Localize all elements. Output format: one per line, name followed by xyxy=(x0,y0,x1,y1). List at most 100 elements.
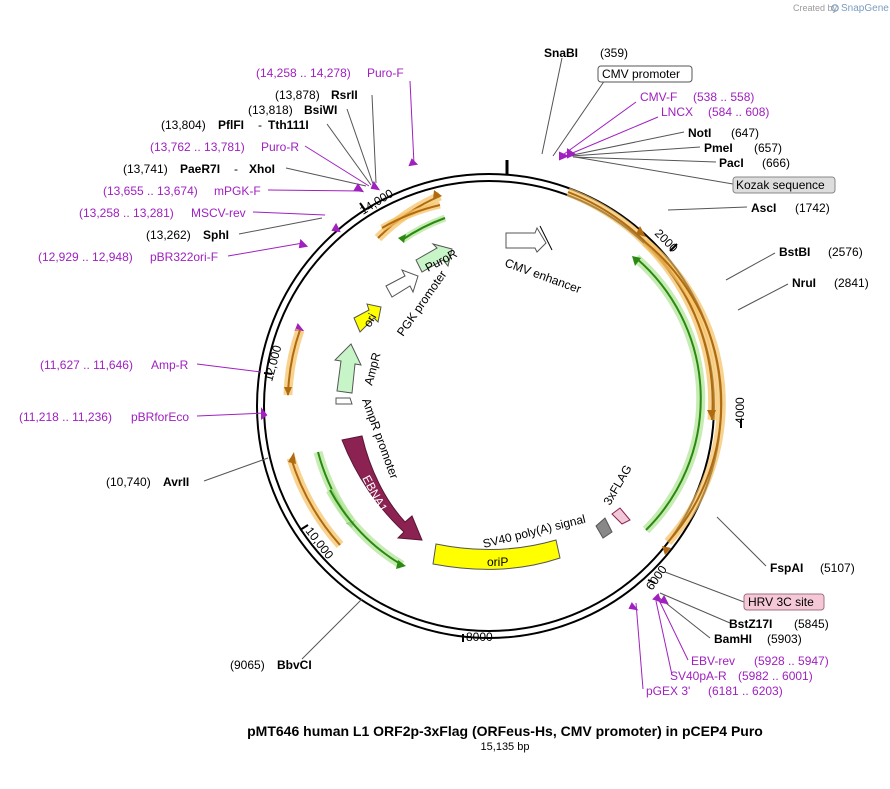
ampr-arrow xyxy=(333,343,362,394)
site-pmei-pos: (657) xyxy=(754,141,782,155)
ampr-promoter-arrow xyxy=(335,397,353,405)
site-bsiwi-name: BsiWI xyxy=(304,103,337,117)
primer-puror-name: Puro-R xyxy=(261,140,299,154)
ebna1-label: EBNA1 xyxy=(359,473,390,515)
primer-pbr322orif-name: pBR322ori-F xyxy=(150,250,218,264)
site-bstz17i-pos: (5845) xyxy=(794,617,829,631)
orf-arc-4-shadow xyxy=(283,328,305,396)
sv40-polya-box xyxy=(595,517,613,539)
3xflag-mark xyxy=(611,507,631,525)
site-paer7i-dash: - xyxy=(234,162,238,176)
primer-mscvrev-range: (13,258 .. 13,281) xyxy=(79,206,174,220)
plasmid-length: 15,135 bp xyxy=(481,741,530,753)
cmv-enhancer-tick xyxy=(539,225,553,251)
site-snabi-pos: (359) xyxy=(600,46,628,60)
orf-arc-5-head xyxy=(433,190,442,200)
primer-cmvf-range: (538 .. 558) xyxy=(693,90,754,104)
site-fspai-pos: (5107) xyxy=(820,561,855,575)
primer-mpgkf-range: (13,655 .. 13,674) xyxy=(103,184,198,198)
site-asci-pos: (1742) xyxy=(795,201,830,215)
site-pflfi-name: PflFI xyxy=(218,118,244,132)
leader-lines xyxy=(196,57,789,690)
brand-prefix: Created by xyxy=(793,3,838,13)
site-drui-pos: (2841) xyxy=(834,276,869,290)
orf-arc-6 xyxy=(381,204,441,229)
cmv-enhancer-label: CMV enhancer xyxy=(503,256,583,297)
cmv-enhancer-arrow xyxy=(505,226,547,253)
site-bbvci-name: BbvCI xyxy=(277,658,312,672)
site-paer7i-pos: (13,741) xyxy=(123,162,168,176)
site-noti-name: NotI xyxy=(688,126,711,140)
site-bbvci-pos: (9065) xyxy=(230,658,265,672)
site-noti-pos: (647) xyxy=(731,126,759,140)
green-arc-right xyxy=(635,257,702,531)
site-sphi-name: SphI xyxy=(203,228,229,242)
site-paci-pos: (666) xyxy=(762,156,790,170)
primer-marks xyxy=(261,148,669,611)
site-bstbi-pos: (2576) xyxy=(828,245,863,259)
primer-ampr-range: (11,627 .. 11,646) xyxy=(40,358,133,372)
site-avrii-pos: (10,740) xyxy=(106,475,151,489)
site-pflfi-dash: - xyxy=(258,118,262,132)
site-rsrii-pos: (13,878) xyxy=(275,88,320,102)
tick-label-4000: 4000 xyxy=(733,397,747,424)
orf-arc-3 xyxy=(290,457,341,546)
ori-label: ori xyxy=(360,311,379,330)
site-rsrii-name: RsrII xyxy=(331,88,358,102)
puror-arrow xyxy=(415,243,453,273)
orf-arc-2-head xyxy=(662,546,671,555)
cmv-promoter-label: CMV promoter xyxy=(602,67,680,81)
site-sphi-pos: (13,262) xyxy=(146,228,191,242)
primer-mscvrev-name: MSCV-rev xyxy=(191,206,246,220)
primer-mpgkf-name: mPGK-F xyxy=(214,184,261,198)
primer-lncx-range: (584 .. 608) xyxy=(708,105,769,119)
cmv-promoter-box xyxy=(597,65,693,83)
site-bsiwi-pos: (13,818) xyxy=(248,103,293,117)
snapgene-logo-icon xyxy=(831,4,839,12)
primer-pgex3-name: pGEX 3' xyxy=(646,684,690,698)
ampr-label: AmpR xyxy=(361,351,383,387)
orip-label: oriP xyxy=(487,555,508,569)
site-bamhi-pos: (5903) xyxy=(767,632,802,646)
hrv-box xyxy=(743,593,825,611)
site-bamhi-name: BamHI xyxy=(714,632,752,646)
site-paci-name: PacI xyxy=(719,156,744,170)
hrv-label: HRV 3C site xyxy=(748,595,814,609)
primer-cmvf-name: CMV-F xyxy=(640,90,677,104)
orip-arrow xyxy=(432,539,561,570)
green-arc-left-2-shadow xyxy=(326,487,405,569)
primer-ampr-name: Amp-R xyxy=(151,358,189,372)
orf-arc-3-head xyxy=(288,452,296,464)
orf-arc-1 xyxy=(567,191,714,421)
site-xhoi-name: XhoI xyxy=(249,162,275,176)
orf-arc-4-head xyxy=(284,387,292,396)
primer-ebvrev-range: (5928 .. 5947) xyxy=(754,654,829,668)
ebna1-arrow xyxy=(341,435,423,541)
site-bstbi-name: BstBI xyxy=(779,245,810,259)
primer-purof-name: Puro-F xyxy=(367,66,404,80)
site-snabi-name: SnaBI xyxy=(544,46,578,60)
green-arc-right-head xyxy=(632,256,641,266)
primer-sv40par-name: SV40pA-R xyxy=(670,669,727,683)
primer-puror-range: (13,762 .. 13,781) xyxy=(150,140,245,154)
tick-marks xyxy=(263,202,742,642)
site-bstz17i-name: BstZ17I xyxy=(729,617,772,631)
3xflag-label: 3xFLAG xyxy=(600,462,634,507)
green-arc-top-head xyxy=(398,234,406,243)
site-drui-name: NruI xyxy=(792,276,816,290)
green-arc-left-2-head xyxy=(396,560,406,569)
brand-name: SnapGene xyxy=(841,3,889,14)
site-tth111i-name: Tth111I xyxy=(268,118,309,132)
orf-arc-2 xyxy=(644,241,723,543)
primer-sv40par-range: (5982 .. 6001) xyxy=(738,669,813,683)
primer-pbr322orif-range: (12,929 .. 12,948) xyxy=(38,250,133,264)
primer-lncx-name: LNCX xyxy=(661,105,693,119)
kozak-box xyxy=(732,176,836,194)
primer-ebvrev-name: EBV-rev xyxy=(691,654,735,668)
primer-pbrforeco-range: (11,218 .. 11,236) xyxy=(19,410,112,424)
orf-arc-1-head-a xyxy=(636,226,646,237)
site-avrii-name: AvrII xyxy=(163,475,189,489)
primer-pgex3-range: (6181 .. 6203) xyxy=(708,684,783,698)
kozak-label: Kozak sequence xyxy=(736,178,825,192)
